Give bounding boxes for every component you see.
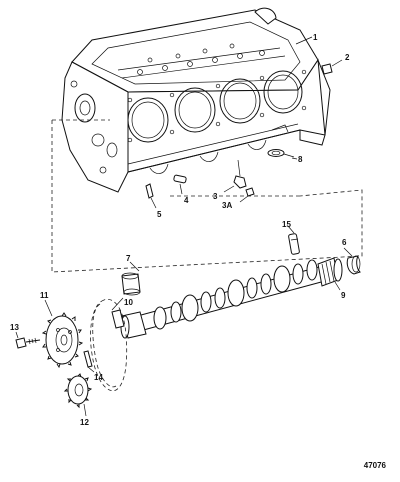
callout-11: 11 bbox=[40, 291, 49, 300]
bearing-6 bbox=[346, 255, 361, 275]
camshaft-9 bbox=[120, 257, 343, 339]
callout-10: 10 bbox=[124, 298, 133, 307]
figure-number: 47076 bbox=[363, 461, 386, 470]
engine-block bbox=[61, 7, 331, 193]
cylinder-bores bbox=[127, 70, 303, 143]
fitting-3a bbox=[239, 187, 255, 203]
lifter-15 bbox=[288, 233, 300, 255]
callout-5: 5 bbox=[157, 210, 162, 219]
plug-8 bbox=[267, 149, 295, 158]
dowel-4 bbox=[173, 174, 187, 195]
callout-2: 2 bbox=[345, 53, 350, 62]
callout-8: 8 bbox=[298, 155, 303, 164]
pin-14 bbox=[83, 350, 93, 368]
callouts: 1 2 8 3 3A 4 5 15 6 7 9 10 11 13 14 12 bbox=[10, 33, 350, 427]
fitting-3 bbox=[223, 159, 247, 193]
callout-7: 7 bbox=[126, 254, 131, 263]
callout-3a: 3A bbox=[222, 201, 232, 210]
bearing-7 bbox=[121, 272, 141, 296]
bolt-13 bbox=[15, 337, 41, 349]
assembly-boundary bbox=[51, 119, 363, 273]
callout-3: 3 bbox=[213, 192, 218, 201]
callout-1: 1 bbox=[313, 33, 318, 42]
callout-13: 13 bbox=[10, 323, 19, 332]
callout-6: 6 bbox=[342, 238, 347, 247]
plug-2 bbox=[321, 59, 343, 75]
callout-15: 15 bbox=[282, 220, 291, 229]
pin-5 bbox=[145, 183, 157, 209]
crankshaft-sprocket-12 bbox=[63, 373, 93, 409]
callout-12: 12 bbox=[80, 418, 89, 427]
callout-14: 14 bbox=[94, 373, 103, 382]
timing-chain-10 bbox=[90, 299, 128, 392]
leader-lines bbox=[15, 36, 353, 417]
callout-9: 9 bbox=[341, 291, 346, 300]
camshaft-sprocket-11 bbox=[41, 312, 84, 369]
callout-4: 4 bbox=[184, 196, 189, 205]
